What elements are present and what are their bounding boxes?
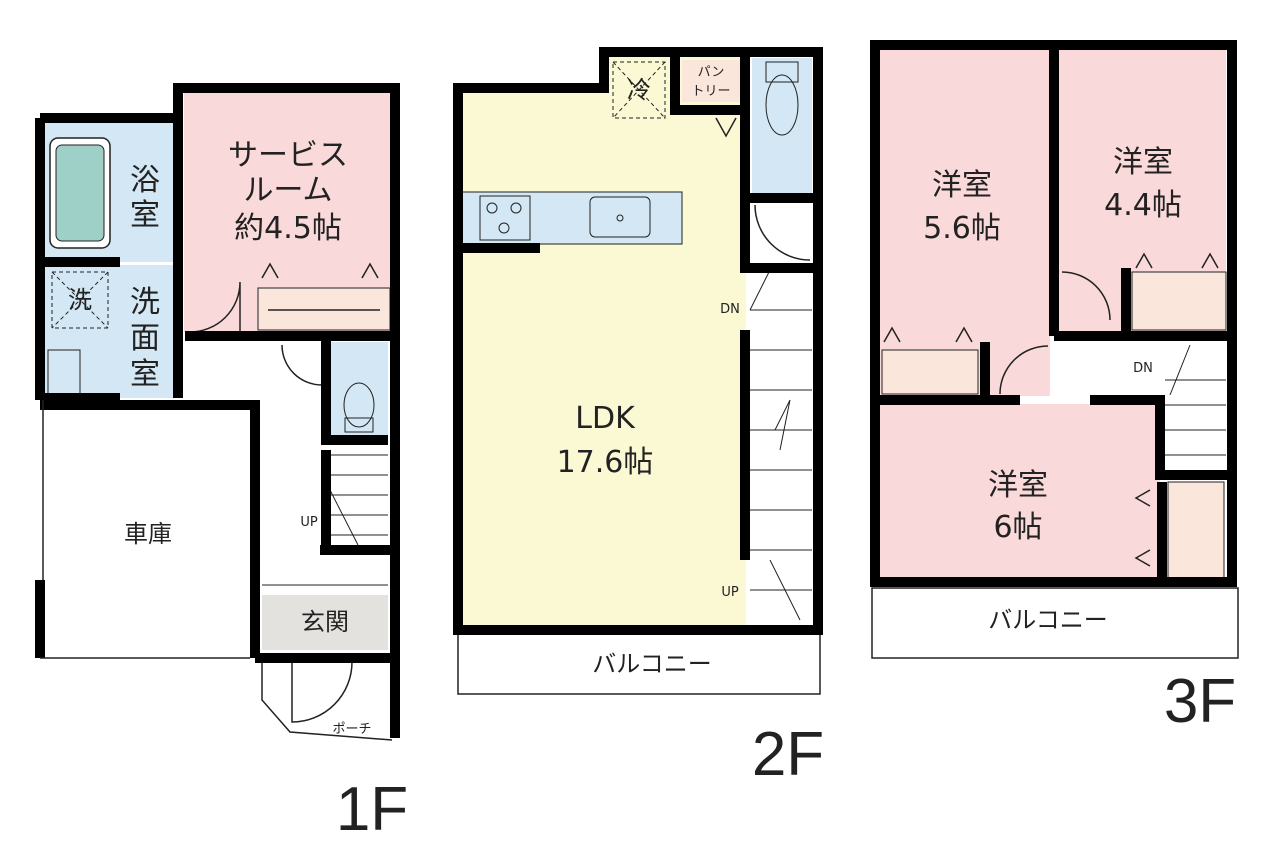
stove [479, 195, 531, 241]
stairs-dn-label: DN [1133, 361, 1153, 376]
fridge-space [612, 61, 666, 119]
garage-label: 車庫 [124, 520, 172, 548]
stairs-1f [329, 454, 388, 546]
floor-2f: LDK 17.6帖 冷 パン トリー DN UP バルコニー 2F [453, 47, 824, 789]
washroom-label: 室 [130, 357, 160, 392]
bath-label: 浴 [130, 163, 160, 198]
room-5-6-label: 洋室 [932, 168, 992, 203]
room-6-size: 6帖 [993, 510, 1042, 545]
closet-6 [1167, 481, 1225, 579]
porch-label: ポーチ [332, 722, 371, 737]
floor-3f: 洋室 5.6帖 洋室 4.4帖 洋室 6帖 DN バルコニー 3F [870, 40, 1239, 736]
ldk [462, 90, 746, 625]
bathtub-water [55, 144, 105, 242]
room-6-label: 洋室 [988, 468, 1048, 503]
balcony-3f [871, 587, 1239, 659]
stairs-2f [749, 269, 812, 621]
kitchen-counter [461, 191, 683, 245]
sink [589, 196, 651, 238]
closet-1f [257, 287, 391, 331]
balcony-label: バルコニー [988, 606, 1108, 634]
closet-4-4 [1131, 271, 1227, 331]
floor-label-2f: 2F [752, 720, 824, 789]
washer-label: 洗 [68, 286, 92, 314]
pantry-label: パン [698, 65, 725, 80]
closet-5-6 [881, 349, 979, 395]
toilet-1f [330, 342, 388, 436]
room-4-4-label: 洋室 [1113, 145, 1173, 180]
balcony-label: バルコニー [592, 650, 712, 678]
floor-1f: サービス ルーム 約4.5帖 浴 室 洗 洗 面 室 車庫 玄関 ポーチ UP … [35, 83, 408, 844]
service-room-size: 約4.5帖 [234, 211, 342, 246]
room-5-6-size: 5.6帖 [923, 211, 1001, 246]
room-5-6 [880, 50, 1050, 396]
stairs-up-label: UP [721, 585, 739, 600]
stairs-3f [1165, 344, 1226, 456]
stairs-dn-label: DN [720, 302, 740, 317]
washroom-label: 洗 [130, 285, 160, 320]
washer-space [51, 271, 109, 329]
bath-label: 室 [130, 198, 160, 233]
pantry [682, 60, 740, 102]
service-room-label: ルーム [243, 173, 332, 208]
toilet-2f [752, 58, 812, 194]
fridge-label: 冷 [627, 76, 651, 104]
ldk-size: 17.6帖 [557, 445, 654, 480]
room-4-4-size: 4.4帖 [1104, 188, 1182, 223]
ldk-label: LDK [575, 401, 636, 436]
floor-label-1f: 1F [336, 775, 408, 844]
room-6 [880, 404, 1160, 579]
floor-label-3f: 3F [1164, 667, 1236, 736]
washroom-label: 面 [130, 321, 160, 356]
washroom-area [40, 265, 178, 398]
pantry-label: トリー [691, 84, 730, 99]
service-room-label: サービス [228, 138, 348, 173]
entrance [262, 595, 388, 650]
entrance-label: 玄関 [301, 608, 349, 636]
stairs-up-label: UP [300, 515, 318, 530]
